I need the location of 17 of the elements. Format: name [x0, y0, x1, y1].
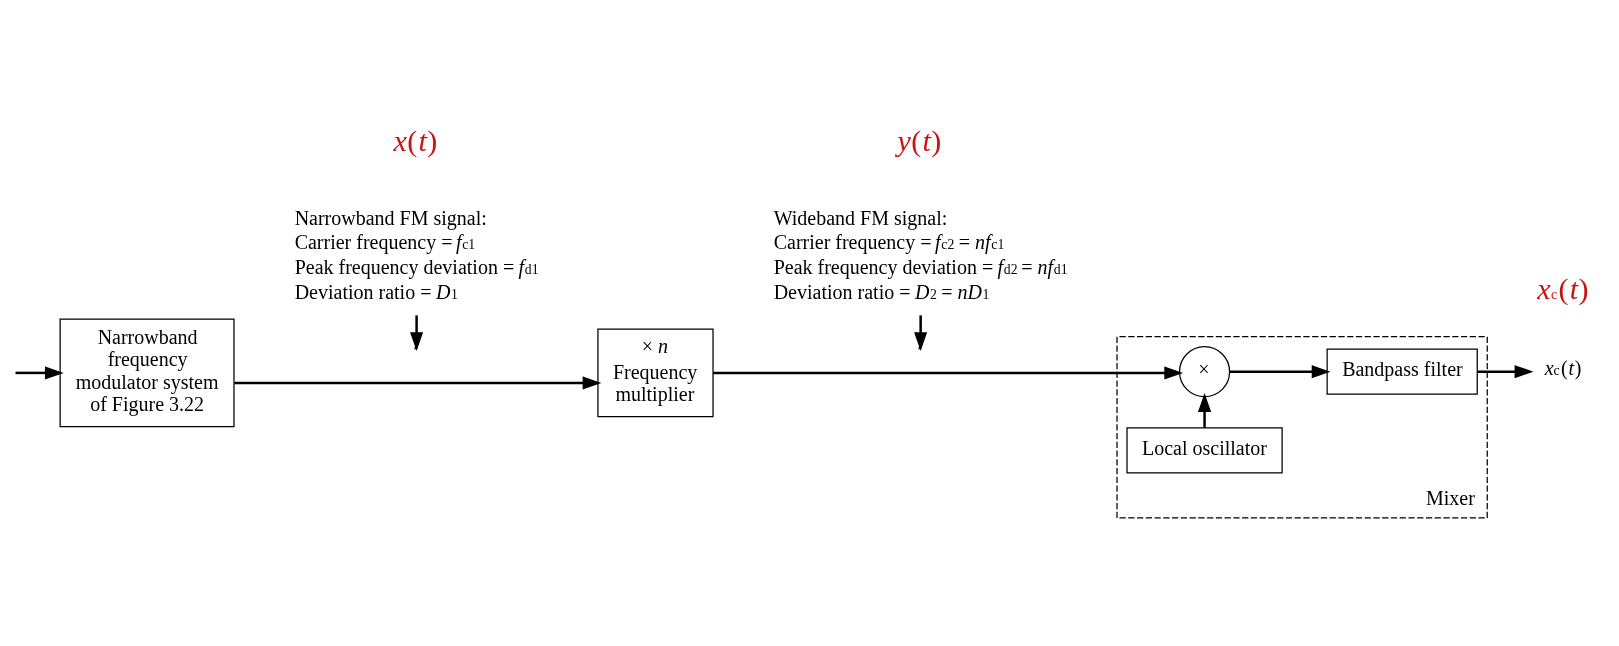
node-circle: × [1178, 345, 1231, 397]
label: xc(t) [1537, 271, 1589, 305]
arrow [1477, 364, 1534, 378]
arrow [1198, 392, 1212, 428]
node-box: Local oscillator [1126, 426, 1283, 474]
node-text: Wideband FM signal: Carrier frequency = fc2 = nfc1 Peak frequency deviation = fd2 = nfd1 Deviation ratio = D2 = nD1 [773, 206, 1068, 303]
node-box: × n Frequency multiplier [597, 328, 714, 417]
arrow [1229, 364, 1331, 378]
node-text: Narrowband FM signal: Carrier frequency = fc1 Peak frequency deviation = fd1 Deviation ratio = D1 [294, 206, 539, 303]
node-box: Narrowband frequency modulator system of Figure 3.22 [59, 318, 235, 427]
arrow [713, 365, 1184, 379]
arrow [234, 375, 602, 389]
label: y(t) [897, 123, 942, 157]
node-text: xc(t) [1544, 356, 1582, 379]
label: x(t) [393, 123, 438, 157]
node-box: Bandpass filter [1326, 348, 1478, 395]
arrow [15, 365, 64, 379]
